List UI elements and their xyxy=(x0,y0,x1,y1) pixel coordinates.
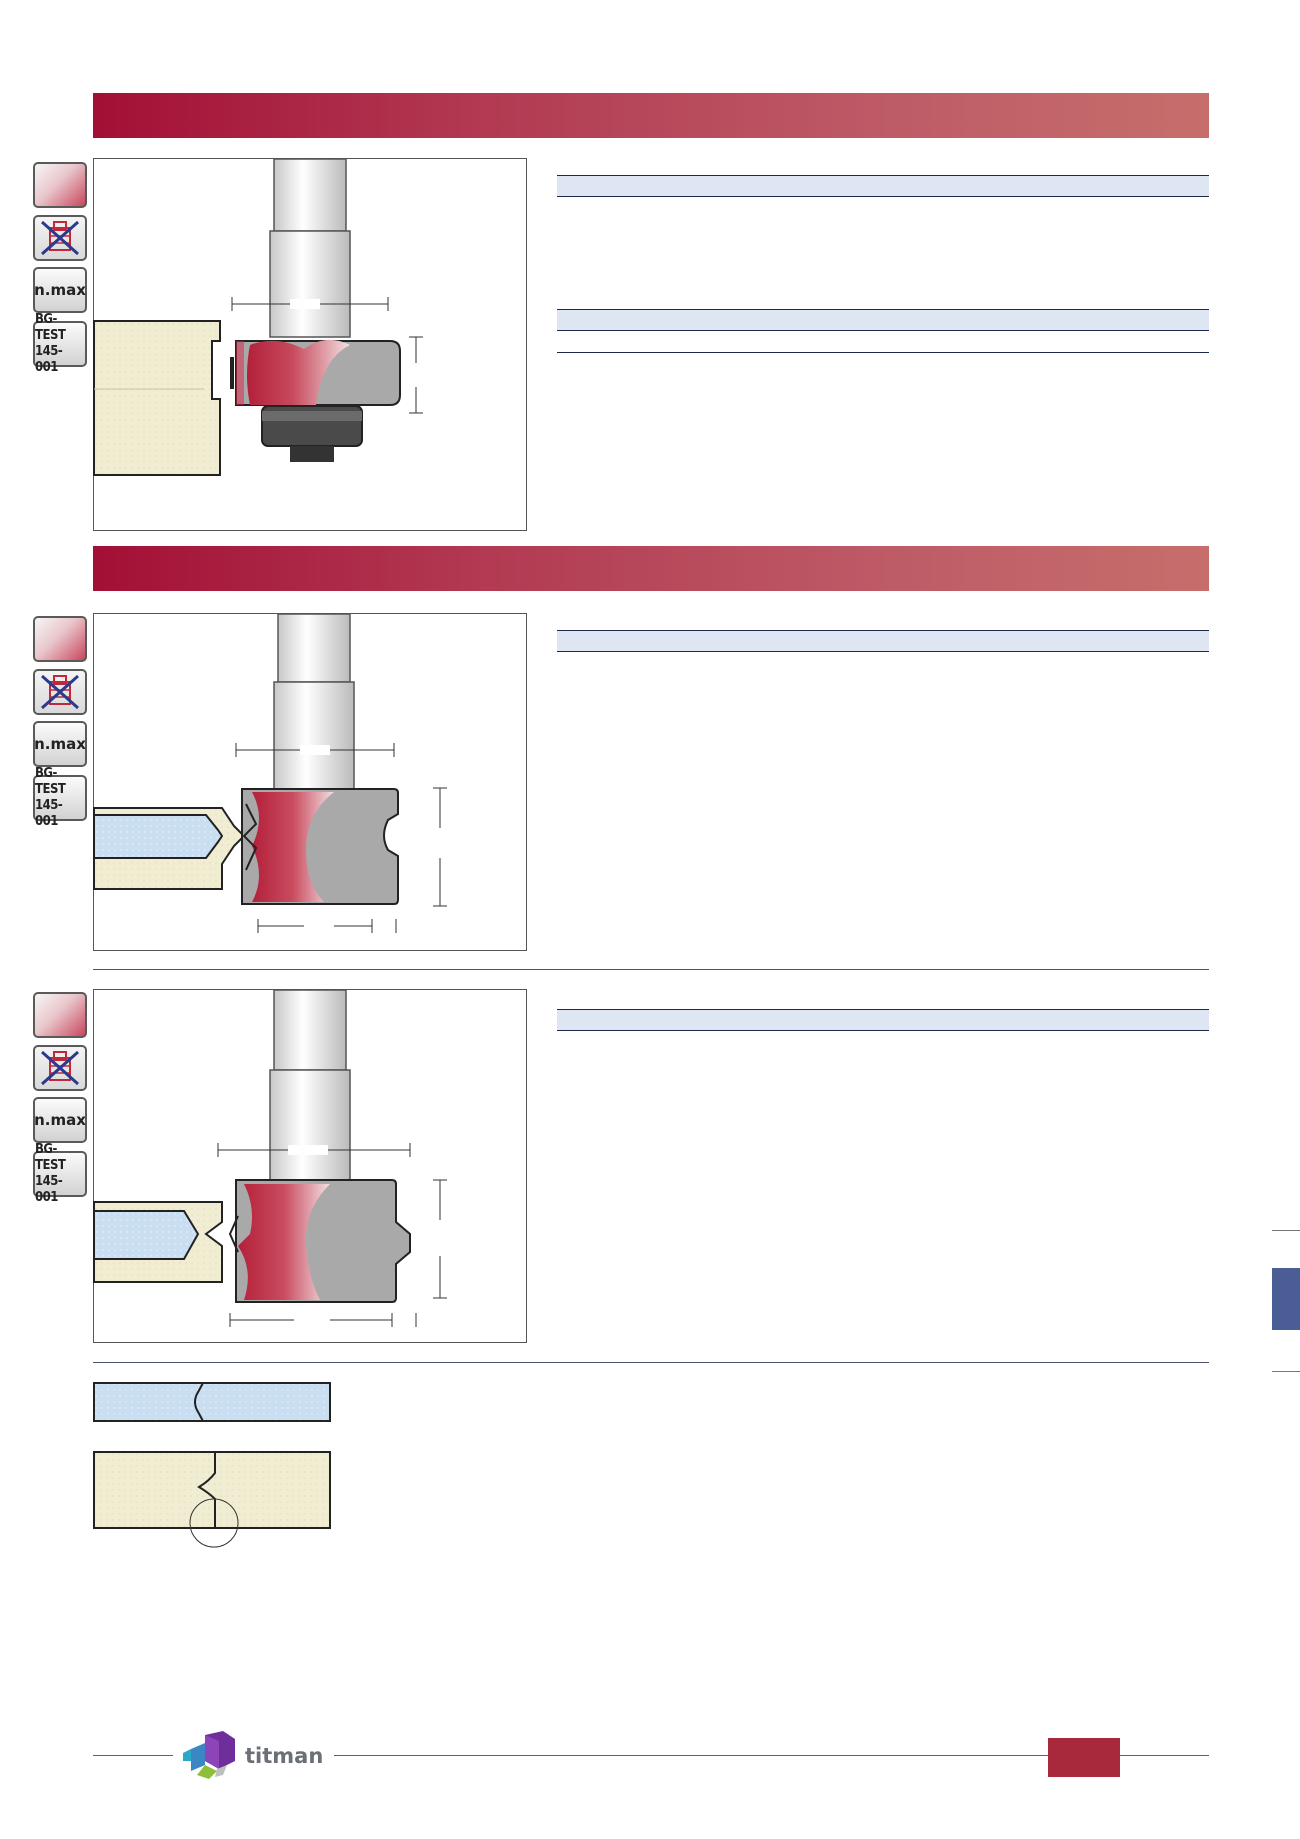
test-certificate-icon: BG-TEST 145-001 xyxy=(33,312,87,375)
max-speed-icon: n.max xyxy=(33,1097,87,1143)
cutter-diagram-1 xyxy=(93,158,527,531)
max-speed-icon: n.max xyxy=(33,267,87,313)
spec-table-header-3 xyxy=(557,630,1209,652)
max-speed-label: n.max xyxy=(34,281,86,299)
test-certificate-line2: 145-001 xyxy=(35,798,63,829)
test-certificate-line1: BG-TEST xyxy=(35,1142,66,1173)
spec-table-header-1 xyxy=(557,175,1209,197)
glass-joint-profile xyxy=(93,1382,331,1422)
footer-rule-right xyxy=(1120,1755,1209,1756)
max-speed-label: n.max xyxy=(34,1111,86,1129)
chapter-tab[interactable] xyxy=(1272,1268,1300,1330)
max-speed-label: n.max xyxy=(34,735,86,753)
cutter-diagram-2 xyxy=(93,613,527,951)
wood-joint-profile xyxy=(93,1451,331,1548)
test-certificate-line2: 145-001 xyxy=(35,1174,63,1205)
cutter-diagram-3 xyxy=(93,989,527,1343)
section-divider-2 xyxy=(93,1362,1209,1363)
brand-name: titman xyxy=(245,1744,324,1768)
test-certificate-icon: BG-TEST 145-001 xyxy=(33,1142,87,1205)
page-number-tab xyxy=(1048,1738,1120,1777)
spec-table-rule xyxy=(557,352,1209,353)
footer-rule-middle xyxy=(334,1755,1048,1756)
spec-table-header-4 xyxy=(557,1009,1209,1031)
no-hand-feed-icon xyxy=(33,1045,87,1091)
titman-logo-icon xyxy=(183,1731,235,1779)
test-certificate-line2: 145-001 xyxy=(35,344,63,375)
cutter-type-icon xyxy=(33,162,87,208)
no-hand-feed-icon xyxy=(33,669,87,715)
brand-logo: titman xyxy=(183,1728,333,1784)
test-certificate-icon: BG-TEST 145-001 xyxy=(33,766,87,829)
test-certificate-line1: BG-TEST xyxy=(35,766,66,797)
cutter-type-icon xyxy=(33,616,87,662)
test-certificate-line1: BG-TEST xyxy=(35,312,66,343)
chapter-tab-rule-top xyxy=(1272,1230,1300,1231)
cutter-type-icon xyxy=(33,992,87,1038)
max-speed-icon: n.max xyxy=(33,721,87,767)
spec-table-header-2 xyxy=(557,309,1209,331)
section-banner-1 xyxy=(93,93,1209,138)
footer-rule-left xyxy=(93,1755,173,1756)
no-hand-feed-icon xyxy=(33,215,87,261)
section-banner-2 xyxy=(93,546,1209,591)
chapter-tab-rule-bottom xyxy=(1272,1371,1300,1372)
section-divider-1 xyxy=(93,969,1209,970)
